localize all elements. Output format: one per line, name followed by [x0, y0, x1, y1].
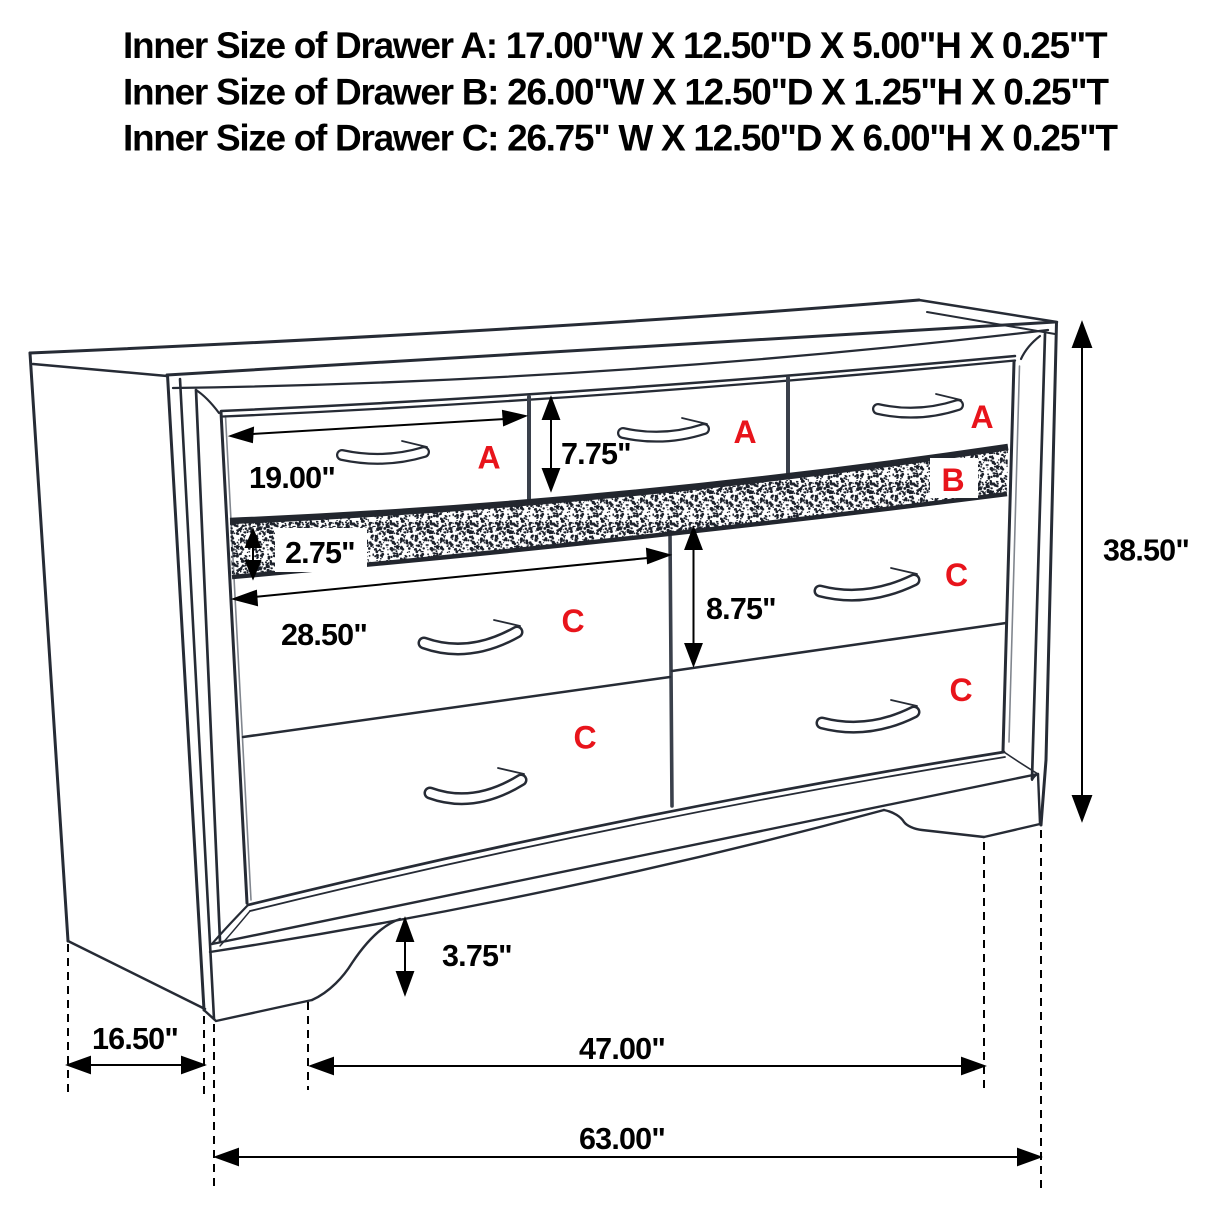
svg-text:A: A: [733, 414, 756, 450]
svg-text:47.00": 47.00": [579, 1032, 665, 1066]
svg-text:3.75": 3.75": [442, 939, 512, 973]
svg-text:8.75": 8.75": [706, 592, 776, 626]
svg-text:Inner Size of Drawer A: 17.00": Inner Size of Drawer A: 17.00"W X 12.50"…: [123, 25, 1108, 66]
svg-text:A: A: [477, 440, 500, 476]
svg-text:Inner Size of Drawer C: 26.75": Inner Size of Drawer C: 26.75" W X 12.50…: [123, 118, 1118, 159]
svg-text:63.00": 63.00": [579, 1122, 665, 1156]
svg-text:38.50": 38.50": [1103, 534, 1189, 568]
svg-text:C: C: [573, 720, 596, 756]
svg-text:28.50": 28.50": [281, 618, 367, 652]
svg-text:C: C: [949, 672, 972, 708]
svg-text:C: C: [945, 557, 968, 593]
svg-text:2.75": 2.75": [285, 536, 355, 570]
svg-text:B: B: [941, 462, 964, 498]
svg-text:16.50": 16.50": [92, 1022, 178, 1056]
svg-text:19.00": 19.00": [249, 461, 335, 495]
svg-text:Inner Size of Drawer B: 26.00": Inner Size of Drawer B: 26.00"W X 12.50"…: [123, 72, 1109, 113]
svg-text:7.75": 7.75": [561, 437, 631, 471]
svg-text:A: A: [970, 399, 993, 435]
svg-text:C: C: [561, 603, 584, 639]
